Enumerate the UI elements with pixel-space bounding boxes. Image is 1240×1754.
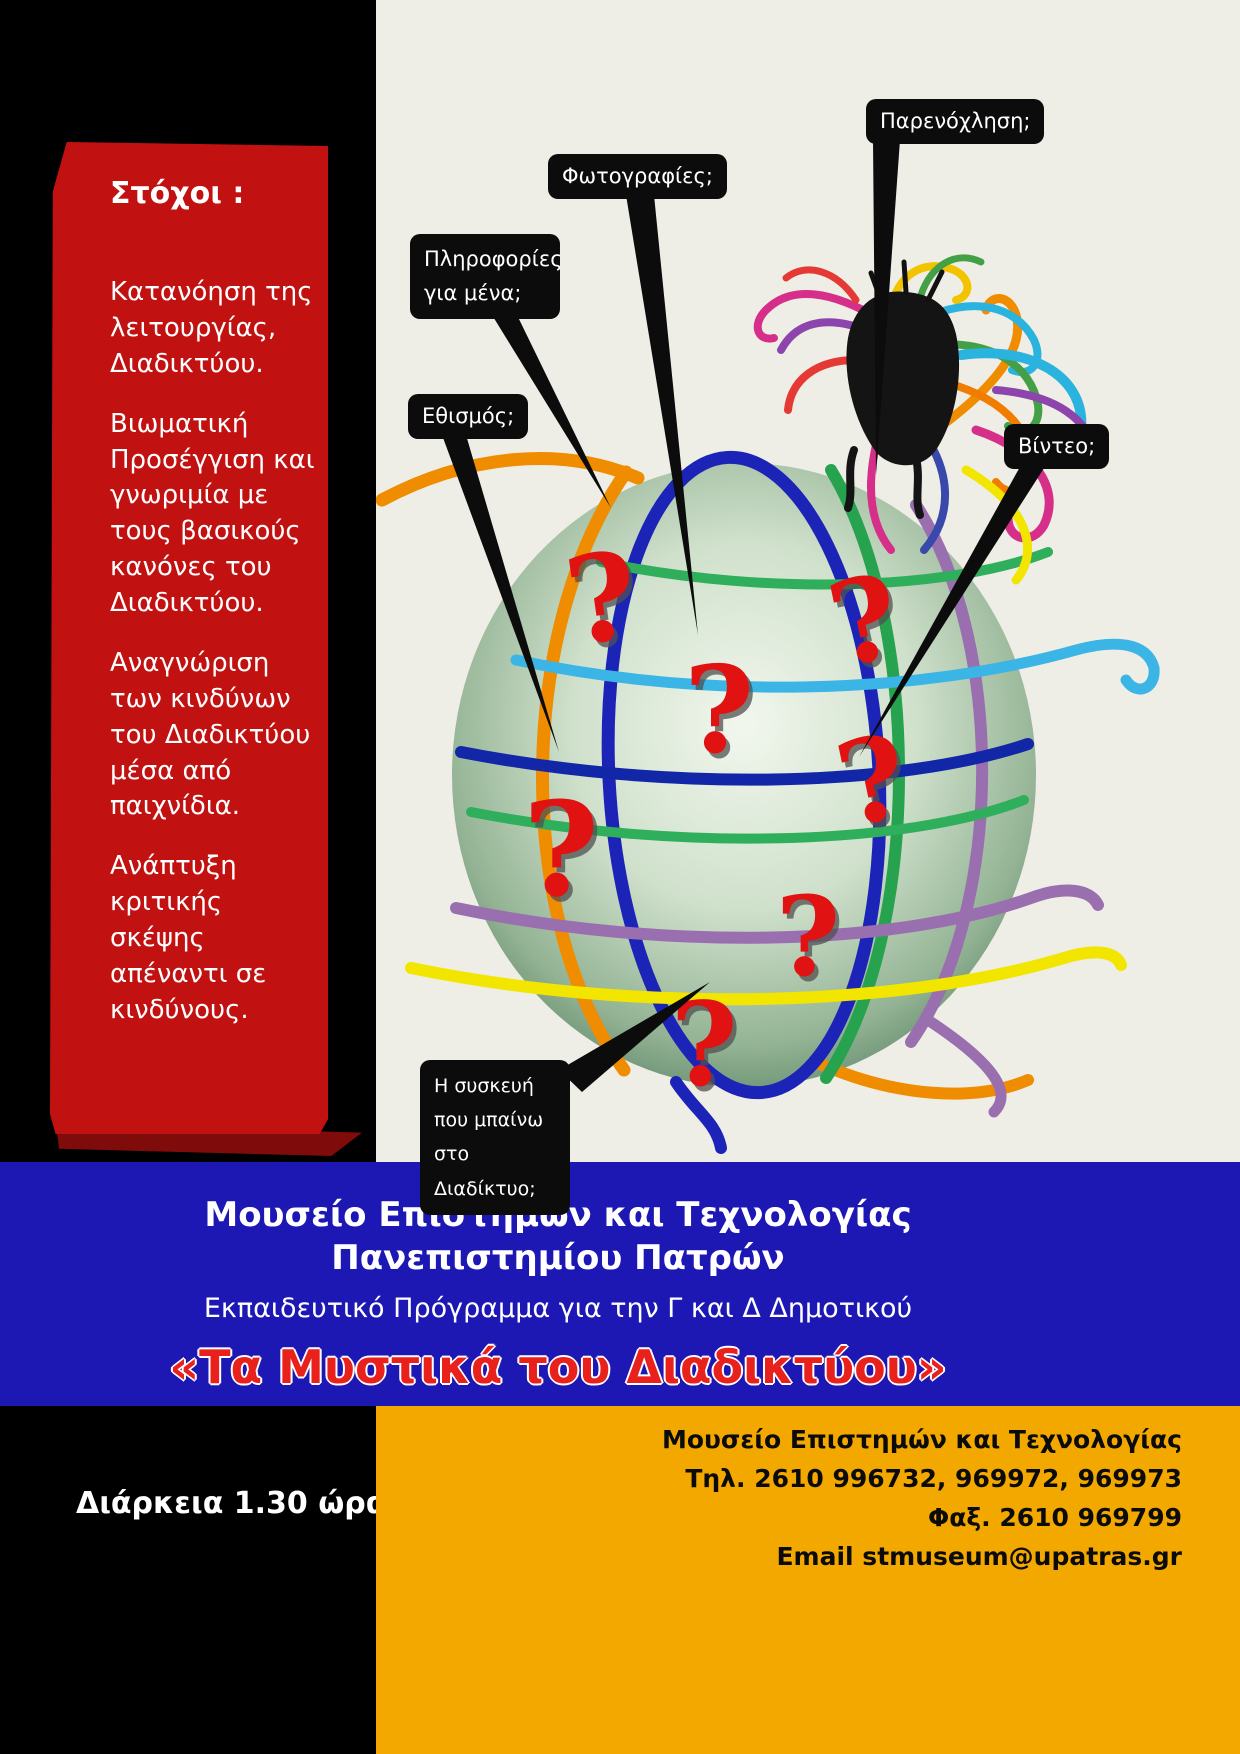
callout-addiction: Εθισμός; (408, 394, 529, 440)
callout-info: Πληροφορίες για μένα; (410, 234, 563, 320)
question-mark: ? (684, 640, 754, 781)
globe-illustration: ? ? ? ? ? ? ? (376, 140, 1160, 1154)
goal-item: Αναγνώριση των κινδύνων του Διαδικτύου μ… (110, 647, 311, 822)
goals-heading: Στόχοι : (110, 176, 245, 211)
callout-tail-photos (626, 195, 698, 635)
callout-tail-video (859, 465, 1046, 757)
contact-email: Email stmuseum@upatras.gr (776, 1542, 1182, 1571)
contact-phone: Τηλ. 2610 996732, 969972, 969973 (685, 1464, 1182, 1493)
museum-subtitle: Πανεπιστημίου Πατρών (331, 1237, 785, 1278)
callout-tail-device (559, 982, 710, 1092)
program-description: Εκπαιδευτικό Πρόγραμμα για την Γ και Δ Δ… (203, 1293, 913, 1324)
callout-tail-info (492, 315, 611, 508)
goals-panel: Στόχοι : Κατανόηση της λειτουργίας, Διαδ… (110, 176, 318, 1053)
goal-item: Κατανόηση της λειτουργίας, Διαδικτύου. (110, 277, 313, 379)
callout-tail-harassment (873, 140, 900, 475)
title-band: Μουσείο Επιστημών και Τεχνολογίας Πανεπι… (0, 1162, 1240, 1406)
globe-ribbons (376, 294, 1160, 1154)
question-mark: ? (523, 773, 599, 926)
question-mark: ? (670, 978, 737, 1113)
callout-harassment: Παρενόχληση; (866, 99, 1045, 145)
goal-item: Ανάπτυξη κριτικής σκέψης απέναντι σε κιν… (110, 851, 267, 1025)
left-panel: Στόχοι : Κατανόηση της λειτουργίας, Διαδ… (0, 0, 376, 1162)
callout-device: Η συσκευή που μπαίνω στο Διαδίκτυο; (420, 1060, 570, 1215)
contact-museum-name: Μουσείο Επιστημών και Τεχνολογίας (661, 1425, 1182, 1454)
duration-text: Διάρκεια 1.30 ώρα (76, 1486, 387, 1521)
callout-tail-addiction (442, 435, 559, 752)
callout-video: Βίντεο; (1004, 424, 1110, 470)
contact-panel: Μουσείο Επιστημών και Τεχνολογίας Τηλ. 2… (376, 1406, 1240, 1754)
callout-tails (442, 140, 1046, 1092)
duration-panel: Διάρκεια 1.30 ώρα (0, 1406, 386, 1754)
callout-photos: Φωτογραφίες; (548, 154, 727, 200)
illustration-area: ? ? ? ? ? ? ? (376, 0, 1240, 1215)
question-mark: ? (776, 872, 840, 1001)
red-banner (50, 142, 328, 1134)
monster-illustration (753, 254, 1098, 585)
contact-fax: Φαξ. 2610 969799 (927, 1503, 1182, 1532)
program-title: «Τα Μυστικά του Διαδικτύου» (169, 1340, 947, 1394)
goal-item: Βιωματική Προσέγγιση και γνωριμία με του… (110, 408, 315, 618)
